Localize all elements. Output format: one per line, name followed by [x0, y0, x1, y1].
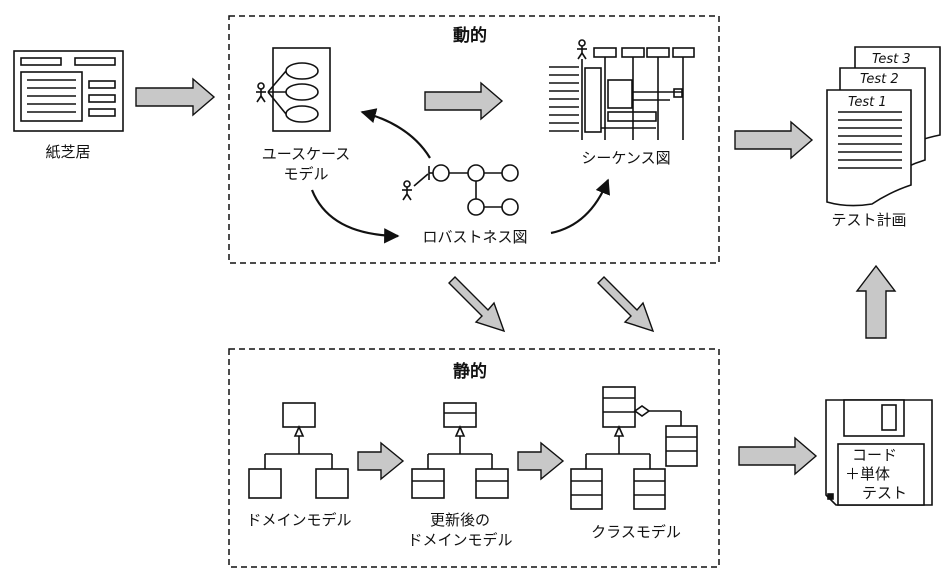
sequence-diagram-icon: [549, 39, 695, 140]
static-group-box: [228, 348, 720, 568]
test-plan-label: テスト計画: [831, 211, 907, 229]
domain-model-label: ドメインモデル: [246, 511, 352, 529]
static-group-title: 静的: [453, 362, 487, 382]
domain-model-icon: [248, 402, 349, 499]
paper-prototype-label: 紙芝居: [45, 143, 91, 161]
updated-domain-model-icon: [411, 402, 509, 499]
dynamic-group-box: [228, 15, 720, 264]
class-model-icon: [570, 386, 698, 510]
test-page-label: Test 2: [860, 72, 899, 87]
dynamic-group-title: 動的: [453, 26, 487, 46]
flow-arrows-curved: [310, 108, 610, 244]
test-page-label: Test 1: [848, 95, 887, 110]
class-model-label: クラスモデル: [591, 523, 681, 541]
flow-arrows-block: [135, 77, 897, 481]
robustness-diagram-label: ロバストネス図: [422, 228, 528, 246]
updated-domain-model-label-line2: ドメインモデル: [407, 531, 513, 549]
robustness-diagram-icon: [402, 164, 519, 216]
floppy-label-test: テスト: [862, 484, 908, 502]
updated-domain-model-label: 更新後の: [429, 511, 490, 529]
use-case-model-label: ユースケース: [261, 145, 351, 163]
floppy-label-unit: ＋単体: [845, 465, 891, 483]
test-page-label: Test 3: [872, 52, 911, 67]
floppy-disk-icon: [825, 399, 933, 506]
use-case-model-icon: [256, 47, 331, 132]
sequence-diagram-label: シーケンス図: [581, 149, 671, 167]
floppy-label-code: コード: [852, 446, 898, 464]
test-plan-icon: [826, 46, 941, 207]
paper-prototype-icon: [13, 50, 124, 132]
use-case-model-label-line2: モデル: [283, 165, 329, 183]
